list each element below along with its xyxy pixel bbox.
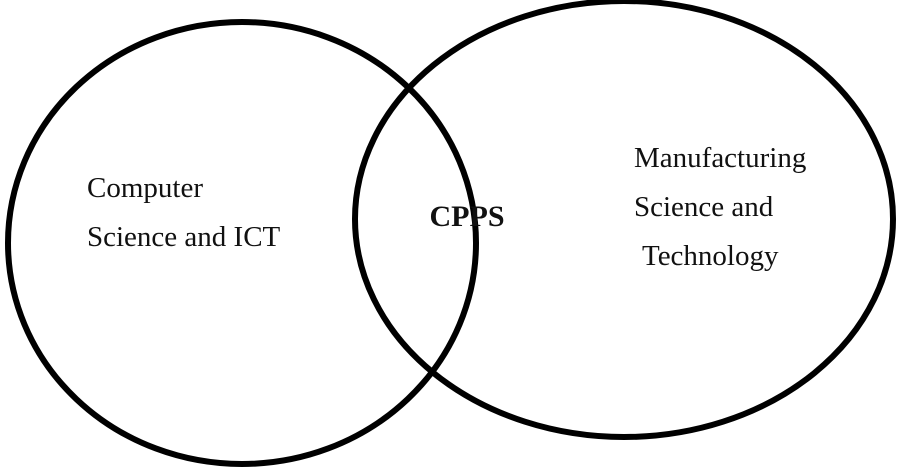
right-set-label: Manufacturing Science and Technology — [634, 142, 814, 272]
right-set-label-line-3: Technology — [642, 240, 779, 272]
left-set-label-line-1: Computer — [87, 172, 203, 204]
right-set-label-line-1: Manufacturing — [634, 142, 806, 174]
right-circle-manufacturing-science — [352, 0, 896, 440]
left-circle-computer-science — [5, 19, 479, 467]
intersection-label: CPPS — [430, 200, 505, 233]
left-set-label: Computer Science and ICT — [87, 172, 281, 253]
left-set-label-line-2: Science and ICT — [87, 221, 281, 253]
right-set-label-line-2: Science and — [634, 191, 774, 223]
